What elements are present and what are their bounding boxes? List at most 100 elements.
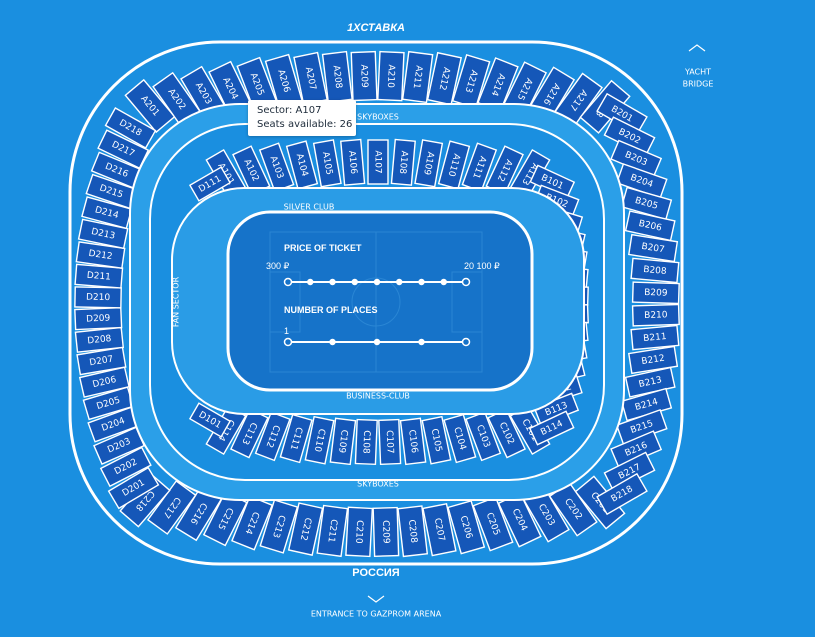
sector-a211[interactable]: A211 — [401, 50, 434, 104]
sector-a208[interactable]: A208 — [321, 50, 353, 103]
slider-stop[interactable] — [307, 278, 314, 286]
sector-label: B208 — [643, 265, 667, 277]
slider-stop[interactable] — [440, 278, 447, 286]
slider-stop[interactable] — [283, 337, 293, 347]
sector-label: A108 — [397, 150, 409, 174]
sector-b212[interactable]: B212 — [627, 345, 679, 375]
sector-a107[interactable]: A107 — [367, 139, 389, 185]
sector-d210[interactable]: D210 — [74, 286, 122, 309]
sector-label: B207 — [641, 242, 666, 255]
slider-stop[interactable] — [329, 278, 336, 286]
sector-d209[interactable]: D209 — [74, 306, 123, 331]
sector-a207[interactable]: A207 — [293, 51, 328, 106]
slider-stop[interactable] — [396, 278, 403, 286]
sector-a214[interactable]: A214 — [477, 57, 519, 113]
sector-c204[interactable]: C204 — [497, 492, 542, 548]
slider-stop[interactable] — [418, 278, 425, 286]
sector-label: B212 — [641, 354, 666, 367]
sector-c211[interactable]: C211 — [316, 504, 349, 558]
sector-a213[interactable]: A213 — [451, 54, 491, 109]
sector-c108[interactable]: C108 — [354, 418, 378, 466]
sector-a105[interactable]: A105 — [312, 139, 342, 188]
sector-a212[interactable]: A212 — [426, 51, 463, 106]
sector-c112[interactable]: C112 — [254, 411, 291, 462]
sector-d207[interactable]: D207 — [76, 346, 127, 376]
slider-stop[interactable] — [461, 277, 471, 287]
sector-b201[interactable]: B201 — [596, 92, 648, 136]
sector-c105[interactable]: C105 — [421, 415, 452, 465]
sector-c103[interactable]: C103 — [465, 411, 502, 462]
sector-c210[interactable]: C210 — [345, 506, 374, 558]
sector-c104[interactable]: C104 — [443, 413, 477, 464]
sector-a202[interactable]: A202 — [152, 71, 202, 127]
sector-c202[interactable]: C202 — [548, 481, 598, 537]
sector-c209[interactable]: C209 — [372, 506, 400, 558]
sector-a102[interactable]: A102 — [232, 145, 271, 196]
slider-stop[interactable] — [373, 338, 381, 346]
sponsor-bottom-logo: РОССИЯ — [352, 567, 400, 579]
sector-a209[interactable]: A209 — [350, 50, 378, 102]
sector-d101[interactable]: D101 — [188, 402, 232, 438]
sector-c213[interactable]: C213 — [259, 499, 299, 554]
sector-a210[interactable]: A210 — [377, 50, 405, 102]
sector-a112[interactable]: A112 — [485, 145, 524, 196]
sector-b210[interactable]: B210 — [631, 303, 680, 327]
sector-d214[interactable]: D214 — [81, 196, 133, 230]
sector-b211[interactable]: B211 — [630, 324, 680, 351]
sector-d218[interactable]: D218 — [104, 107, 157, 149]
sector-c205[interactable]: C205 — [472, 496, 514, 552]
sector-b203[interactable]: B203 — [610, 139, 663, 178]
sector-b208[interactable]: B208 — [630, 257, 680, 284]
sector-d211[interactable]: D211 — [74, 263, 124, 289]
sector-a108[interactable]: A108 — [390, 138, 416, 186]
slider-stop[interactable] — [351, 278, 358, 286]
sector-d201[interactable]: D201 — [107, 466, 160, 510]
sector-c110[interactable]: C110 — [304, 415, 335, 465]
skyboxes-top-label: SKYBOXES — [357, 113, 399, 122]
sector-a109[interactable]: A109 — [414, 139, 444, 188]
sector-d212[interactable]: D212 — [75, 241, 126, 270]
sector-c107[interactable]: C107 — [378, 418, 402, 466]
sector-d111[interactable]: D111 — [188, 166, 232, 202]
sector-a110[interactable]: A110 — [437, 140, 471, 190]
sector-c212[interactable]: C212 — [287, 502, 324, 556]
price-slider[interactable] — [283, 277, 471, 287]
places-slider[interactable] — [283, 337, 471, 347]
sector-a104[interactable]: A104 — [285, 140, 319, 190]
sector-a106[interactable]: A106 — [340, 138, 366, 186]
sector-b205[interactable]: B205 — [620, 186, 673, 221]
sector-b209[interactable]: B209 — [631, 281, 680, 305]
sector-a215[interactable]: A215 — [502, 61, 548, 117]
slider-stop[interactable] — [461, 337, 471, 347]
sector-c109[interactable]: C109 — [329, 417, 357, 466]
sector-c206[interactable]: C206 — [447, 499, 486, 555]
sector-b206[interactable]: B206 — [624, 210, 676, 242]
sector-b218[interactable]: B218 — [596, 472, 648, 516]
sector-d202[interactable]: D202 — [99, 446, 152, 488]
slider-stop[interactable] — [373, 278, 381, 286]
sector-c208[interactable]: C208 — [397, 505, 429, 558]
sector-d206[interactable]: D206 — [78, 366, 130, 398]
sector-c106[interactable]: C106 — [399, 417, 427, 466]
slider-stop[interactable] — [329, 338, 336, 346]
slider-stop[interactable] — [283, 277, 293, 287]
sector-b207[interactable]: B207 — [627, 233, 679, 263]
sector-c217[interactable]: C217 — [146, 480, 197, 535]
sector-c207[interactable]: C207 — [422, 502, 457, 557]
sector-a103[interactable]: A103 — [258, 142, 295, 193]
sector-a201[interactable]: A201 — [124, 78, 176, 134]
sector-label: C109 — [336, 429, 349, 454]
sector-b114[interactable]: B114 — [528, 410, 575, 446]
sector-a206[interactable]: A206 — [264, 53, 303, 109]
yacht-bridge-label-1: YACHT — [684, 68, 711, 77]
sector-d213[interactable]: D213 — [77, 218, 129, 250]
sector-label: C107 — [384, 430, 395, 454]
sector-b204[interactable]: B204 — [615, 163, 668, 200]
slider-stop[interactable] — [418, 338, 425, 346]
sector-d208[interactable]: D208 — [74, 326, 125, 353]
sector-c203[interactable]: C203 — [523, 487, 570, 543]
sector-c214[interactable]: C214 — [231, 495, 274, 551]
sector-c111[interactable]: C111 — [279, 413, 313, 464]
sector-a205[interactable]: A205 — [236, 56, 278, 112]
